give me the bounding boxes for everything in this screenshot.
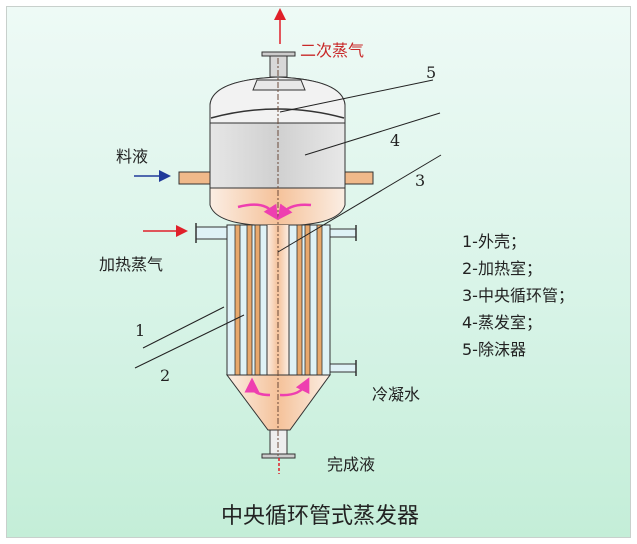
legend-item: 3-中央循环管； xyxy=(462,286,574,305)
top-right-nozzle xyxy=(329,225,357,241)
flow-arrows xyxy=(237,203,312,397)
leader-lines xyxy=(134,79,442,369)
heating-tube xyxy=(246,224,253,376)
product-liquid-label: 完成液 xyxy=(327,455,375,474)
feed-nozzle-left xyxy=(178,171,211,185)
heating-tube xyxy=(234,224,241,376)
callout-5: 5 xyxy=(426,63,436,82)
heating-tube xyxy=(304,224,311,376)
callout-2: 2 xyxy=(160,366,170,385)
condensate-nozzle xyxy=(329,360,357,376)
legend: 1-外壳； 2-加热室； 3-中央循环管； 4-蒸发室； 5-除沫器 xyxy=(462,232,574,359)
callout-4: 4 xyxy=(390,131,400,150)
legend-item: 4-蒸发室； xyxy=(462,313,542,332)
diagram-title: 中央循环管式蒸发器 xyxy=(221,504,419,529)
callout-1: 1 xyxy=(135,321,145,340)
heating-tube xyxy=(296,224,303,376)
legend-item: 2-加热室； xyxy=(462,259,542,278)
heating-tube xyxy=(316,224,323,376)
feed-nozzle-right xyxy=(344,171,374,185)
secondary-steam-label: 二次蒸气 xyxy=(300,41,364,60)
heating-steam-label: 加热蒸气 xyxy=(99,255,163,274)
feed-liquid-label: 料液 xyxy=(116,147,148,166)
steam-inlet-nozzle xyxy=(195,223,228,243)
callout-3: 3 xyxy=(415,171,425,190)
legend-item: 5-除沫器 xyxy=(462,340,526,359)
heating-tube xyxy=(254,224,261,376)
condensate-label: 冷凝水 xyxy=(372,385,420,404)
legend-item: 1-外壳； xyxy=(462,232,526,251)
